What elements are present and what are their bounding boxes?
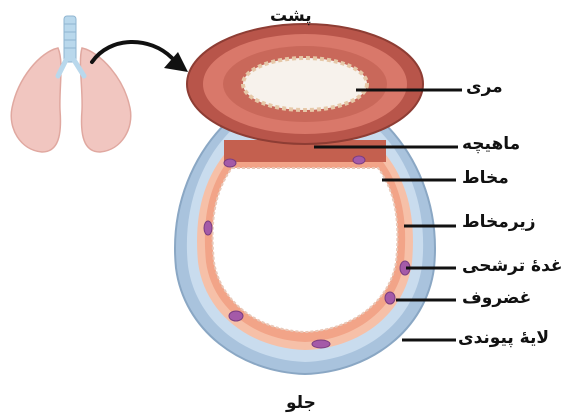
lungs-illustration [11, 16, 131, 152]
label-gland: غدهٔ ترشحی [462, 258, 563, 275]
label-front: جلو [286, 395, 316, 412]
label-esophagus: مری [466, 79, 503, 96]
esophagus [187, 24, 423, 144]
label-mucosa: مخاط [462, 170, 509, 187]
label-muscle: ماهیچه [462, 136, 520, 153]
label-submucosa: زیرمخاط [462, 214, 536, 231]
label-back: پشت [270, 8, 312, 25]
trachea-wall [175, 112, 435, 374]
label-cartilage: غضروف [462, 290, 531, 307]
label-connective-layer: لایهٔ پیوندی [458, 330, 549, 347]
